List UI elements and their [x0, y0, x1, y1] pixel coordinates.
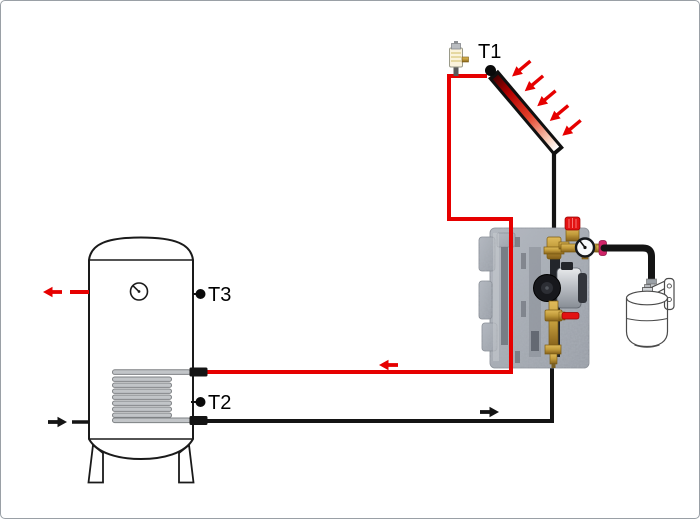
- sensor-dot-t3: [195, 289, 206, 299]
- flex-hose: [600, 244, 655, 284]
- hot-water-outlet-arrow: [41, 284, 64, 300]
- coil-flow-fitting: [189, 367, 208, 377]
- insulation-cutouts: [493, 233, 541, 363]
- air-vent-icon: [449, 41, 469, 76]
- coil-bottom-tube: [112, 417, 191, 424]
- ball-valve-handle: [561, 312, 580, 320]
- label-t1: T1: [478, 41, 501, 63]
- expansion-vessel: [625, 277, 675, 348]
- cold-water-inlet-arrow: [46, 414, 69, 430]
- vessel-bottom: [625, 331, 669, 348]
- return-valve-assembly: [544, 300, 580, 368]
- hot-water-outlet: [41, 284, 89, 300]
- label-t2: T2: [208, 392, 231, 414]
- storage-tank: [87, 236, 208, 484]
- solar-flow-pipe-hot: [206, 74, 513, 374]
- solar-collector: [449, 41, 586, 157]
- expansion-vessel-assembly: [600, 244, 675, 348]
- solar-return-pipe-cold: [206, 151, 557, 423]
- tank-body: [88, 236, 194, 461]
- label-t3: T3: [208, 284, 231, 306]
- sensor-dot-t2: [195, 397, 206, 407]
- pipe-pumpstation-to-tank: [206, 343, 554, 423]
- pump-station: [478, 216, 607, 369]
- vessel-top: [625, 290, 669, 306]
- flow-direction-arrow-cold: [478, 404, 501, 420]
- pipe-collector-to-tank: [206, 74, 513, 374]
- wall-bracket-plate: [663, 277, 675, 311]
- coil-top-tube: [112, 369, 191, 375]
- coil-return-fitting: [189, 416, 208, 425]
- cold-water-inlet: [46, 414, 89, 430]
- tank-legs: [87, 443, 195, 484]
- collector-absorber: [492, 74, 560, 152]
- thermometer-icon: [129, 282, 149, 301]
- flow-direction-arrow-hot: [377, 357, 400, 373]
- circulation-pump: [533, 262, 587, 309]
- sensor-dot-t1: [485, 65, 496, 76]
- safety-group: [560, 216, 607, 260]
